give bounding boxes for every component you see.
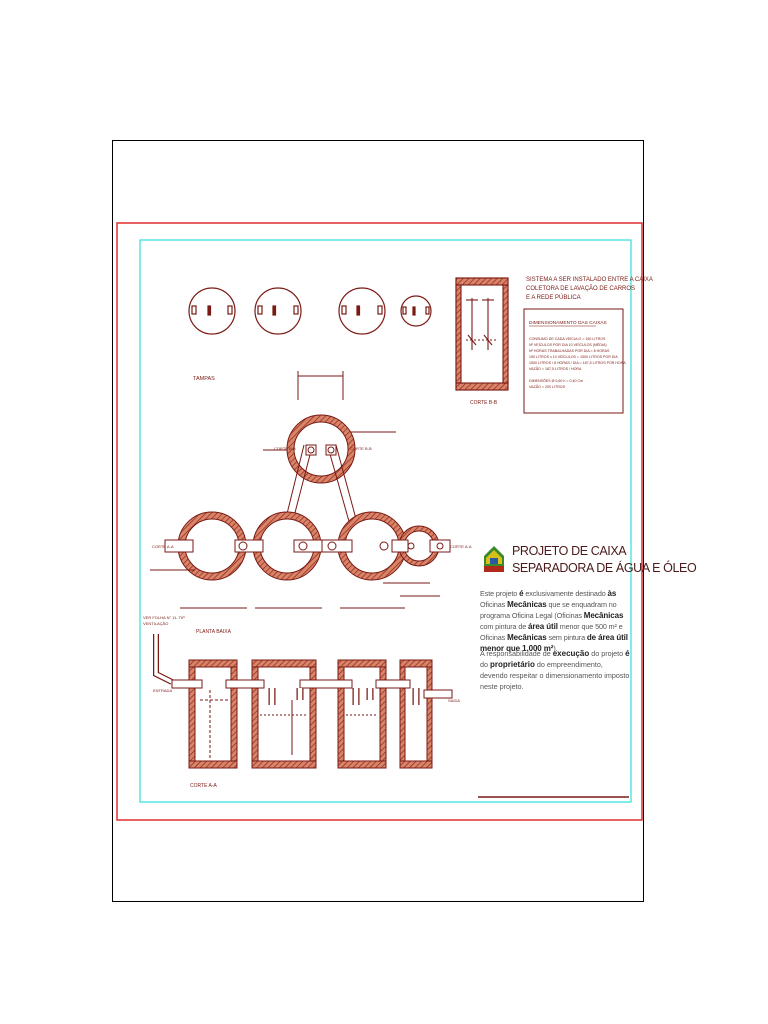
ver-folha-label: VER FOLHA N° 11- TIP <box>143 615 185 620</box>
corte-aa-label: CORTE A-A <box>190 783 218 789</box>
description-paragraph: Este projeto é exclusivamente destinado … <box>480 589 628 653</box>
corte-tag-a-right: CORTE A-A <box>450 544 472 549</box>
oficina-legal-logo <box>482 544 506 574</box>
dimensioning-line: CONSUMO DE CADA VEÍCULO = 150 LITROS <box>529 337 606 341</box>
drawing-sheet <box>112 140 644 902</box>
corte-tag-a-left: CORTE A-A <box>152 544 174 549</box>
planta-baixa <box>150 371 451 609</box>
corte-bb-label: CORTE B-B <box>470 400 498 406</box>
saida-label: SAIDA <box>448 698 460 703</box>
dimensioning-line: VAZÃO = 200 LITROS <box>529 384 566 389</box>
entrada-label: ENTRADA <box>153 688 172 693</box>
dimensioning-line: 1500 LITROS / 8 HORAS / DIA = 187,5 LITR… <box>529 361 626 365</box>
tampas-group <box>188 287 432 335</box>
dimensioning-line: VAZÃO = 187,5 LITROS / HORA <box>529 366 582 371</box>
dimensioning-line: Nº HORAS TRABALHADAS POR DIA = 8 HORAS <box>529 349 610 353</box>
title-line-1: PROJETO DE CAIXA <box>512 544 627 558</box>
corte-tag-b-right: CORTE B-B <box>350 446 372 451</box>
dimensioning-line: Nº VEÍCULOS POR DIA 10 VEÍCULOS (MÉDIA) <box>529 342 607 347</box>
dimensioning-line: 150 LITROS x 10 VEÍCULOS = 1500 LITROS P… <box>529 355 618 359</box>
note-line-3: E A REDE PÚBLICA <box>526 294 581 301</box>
note-line-1: SISTEMA A SER INSTALADO ENTRE A CAIXA <box>526 277 653 283</box>
dimensioning-line: DIMENSÕES Ø 0,60 h = 0,40 Cm <box>529 378 583 383</box>
corte-bb-section <box>455 277 509 391</box>
note-line-2: COLETORA DE LAVAÇÃO DE CARROS <box>526 285 635 292</box>
corte-aa <box>153 634 453 769</box>
outer-red-frame <box>116 222 643 821</box>
dimensioning-box <box>523 308 624 414</box>
responsibility-paragraph: A responsabilidade de execução do projet… <box>480 649 630 691</box>
inner-cyan-frame <box>139 239 632 803</box>
title-line-2: SEPARADORA DE ÁGUA E ÓLEO <box>512 561 697 575</box>
ventilacao-label: VENTILAÇÃO <box>143 621 168 626</box>
planta-baixa-label: PLANTA BAIXA <box>196 629 232 635</box>
tampas-label: TAMPAS <box>193 376 215 382</box>
dimensioning-title: DIMENSIONAMENTO DAS CAIXAS <box>529 320 607 326</box>
corte-tag-b-left: CORTE B-B <box>274 446 296 451</box>
